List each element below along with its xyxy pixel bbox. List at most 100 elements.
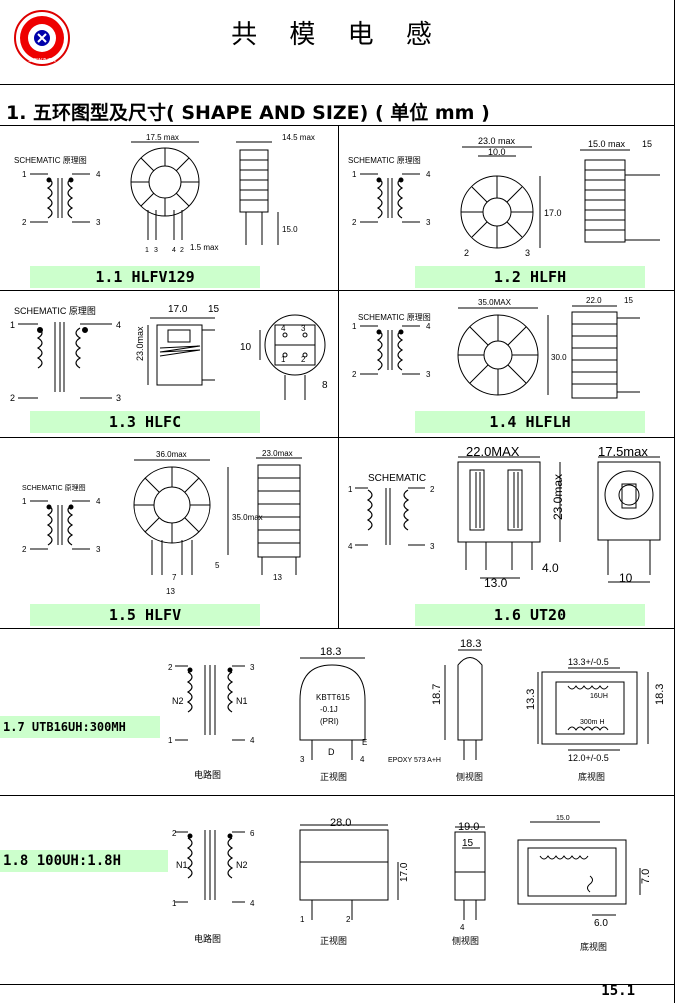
model-label-1-5: 1.5 HLFV <box>30 604 260 626</box>
svg-text:23.0max: 23.0max <box>135 326 145 361</box>
svg-text:23.0max: 23.0max <box>262 449 293 458</box>
svg-text:10: 10 <box>619 571 633 585</box>
svg-text:4: 4 <box>360 755 365 764</box>
svg-text:N2: N2 <box>236 860 248 870</box>
svg-text:SCHEMATIC 原理图: SCHEMATIC 原理图 <box>22 484 86 492</box>
svg-text:18.3: 18.3 <box>460 638 481 650</box>
svg-text:10.0: 10.0 <box>488 147 506 157</box>
svg-text:18.3: 18.3 <box>654 684 666 705</box>
svg-text:23.0 max: 23.0 max <box>478 136 516 146</box>
svg-text:4: 4 <box>250 736 255 745</box>
svg-text:2: 2 <box>22 218 27 227</box>
svg-text:3: 3 <box>426 218 431 227</box>
svg-text:2: 2 <box>352 218 357 227</box>
svg-text:13.3: 13.3 <box>525 689 537 710</box>
svg-text:(PRI): (PRI) <box>320 717 339 726</box>
model-label-1-6: 1.6 UT20 <box>415 604 645 626</box>
svg-text:4: 4 <box>281 324 286 333</box>
svg-text:KBTT615: KBTT615 <box>316 693 350 702</box>
svg-text:3: 3 <box>96 545 101 554</box>
svg-text:N2: N2 <box>172 696 184 706</box>
svg-text:15: 15 <box>462 838 474 849</box>
svg-text:4: 4 <box>426 170 431 179</box>
svg-text:6.0: 6.0 <box>594 918 608 929</box>
svg-text:14.5 max: 14.5 max <box>282 133 315 142</box>
svg-text:底视图: 底视图 <box>578 771 605 782</box>
svg-text:17.0: 17.0 <box>544 208 562 218</box>
svg-text:N1: N1 <box>176 860 188 870</box>
svg-text:15.0: 15.0 <box>556 815 570 822</box>
svg-text:30.0: 30.0 <box>551 353 567 362</box>
svg-text:3: 3 <box>300 755 305 764</box>
svg-text:N1: N1 <box>236 696 248 706</box>
svg-text:SCHEMATIC: SCHEMATIC <box>368 473 426 484</box>
model-label-1-1: 1.1 HLFV129 <box>30 266 260 288</box>
svg-text:4: 4 <box>348 542 353 551</box>
svg-text:35.0max: 35.0max <box>232 513 263 522</box>
svg-text:3: 3 <box>116 393 121 403</box>
svg-text:1: 1 <box>145 247 149 254</box>
svg-text:15: 15 <box>642 139 652 149</box>
svg-text:18.7: 18.7 <box>431 684 443 705</box>
svg-text:4: 4 <box>172 247 176 254</box>
svg-text:侧视图: 侧视图 <box>456 771 483 782</box>
svg-text:SCHEMATIC 原理图: SCHEMATIC 原理图 <box>358 313 431 322</box>
svg-text:D: D <box>328 747 335 757</box>
svg-text:3: 3 <box>525 248 530 258</box>
svg-text:SCHEMATIC 原理图: SCHEMATIC 原理图 <box>14 156 87 165</box>
svg-text:12.0+/-0.5: 12.0+/-0.5 <box>568 753 609 763</box>
svg-text:15.0: 15.0 <box>282 225 298 234</box>
section-title: 1. 五环图型及尺寸( SHAPE AND SIZE) ( 单位 mm ) <box>6 102 490 124</box>
svg-text:底视图: 底视图 <box>580 941 607 952</box>
svg-text:4: 4 <box>426 322 431 331</box>
svg-text:3: 3 <box>96 218 101 227</box>
svg-text:侧视图: 侧视图 <box>452 935 479 946</box>
svg-text:17.0: 17.0 <box>399 862 410 882</box>
svg-text:1: 1 <box>172 899 177 908</box>
svg-text:35.0MAX: 35.0MAX <box>478 298 512 307</box>
svg-text:电路图: 电路图 <box>194 769 221 780</box>
svg-text:SCHEMATIC 原理图: SCHEMATIC 原理图 <box>348 156 421 165</box>
svg-text:19.0: 19.0 <box>458 821 479 833</box>
company-logo: SHENZHEN <box>14 10 70 66</box>
svg-text:5: 5 <box>215 561 220 570</box>
model-label-1-4: 1.4 HLFLH <box>415 411 645 433</box>
svg-text:电路图: 电路图 <box>194 933 221 944</box>
svg-text:1: 1 <box>22 497 27 506</box>
svg-text:3: 3 <box>430 542 435 551</box>
svg-text:17.0: 17.0 <box>168 304 188 315</box>
svg-text:4: 4 <box>116 320 121 330</box>
svg-text:1: 1 <box>352 322 357 331</box>
svg-text:1: 1 <box>168 736 173 745</box>
svg-text:28.0: 28.0 <box>330 817 351 829</box>
svg-text:2: 2 <box>301 355 306 364</box>
svg-text:17.5 max: 17.5 max <box>146 133 179 142</box>
svg-text:4: 4 <box>96 497 101 506</box>
svg-text:13: 13 <box>166 587 175 596</box>
svg-text:1: 1 <box>352 170 357 179</box>
svg-text:3: 3 <box>426 370 431 379</box>
page-title: 共 模 电 感 <box>231 20 444 50</box>
svg-text:6: 6 <box>250 829 255 838</box>
svg-text:2: 2 <box>352 370 357 379</box>
svg-text:18.3: 18.3 <box>320 646 341 658</box>
svg-text:1: 1 <box>348 485 353 494</box>
svg-text:15: 15 <box>624 296 633 305</box>
svg-text:36.0max: 36.0max <box>156 450 187 459</box>
svg-text:13.3+/-0.5: 13.3+/-0.5 <box>568 657 609 667</box>
svg-text:2: 2 <box>464 248 469 258</box>
svg-text:4: 4 <box>460 923 465 932</box>
svg-text:22.0: 22.0 <box>586 296 602 305</box>
svg-text:SHENZHEN: SHENZHEN <box>28 58 56 64</box>
svg-text:E: E <box>362 738 367 747</box>
svg-text:13.0: 13.0 <box>484 576 508 590</box>
svg-text:4.0: 4.0 <box>542 561 559 575</box>
svg-text:1: 1 <box>281 355 286 364</box>
svg-text:2: 2 <box>172 829 177 838</box>
model-label-1-7: 1.7 UTB16UH:300MH <box>0 716 160 738</box>
svg-text:22.0MAX: 22.0MAX <box>466 444 520 459</box>
svg-text:16UH: 16UH <box>590 693 608 700</box>
svg-text:-0.1J: -0.1J <box>320 705 338 714</box>
svg-text:1: 1 <box>300 915 305 924</box>
